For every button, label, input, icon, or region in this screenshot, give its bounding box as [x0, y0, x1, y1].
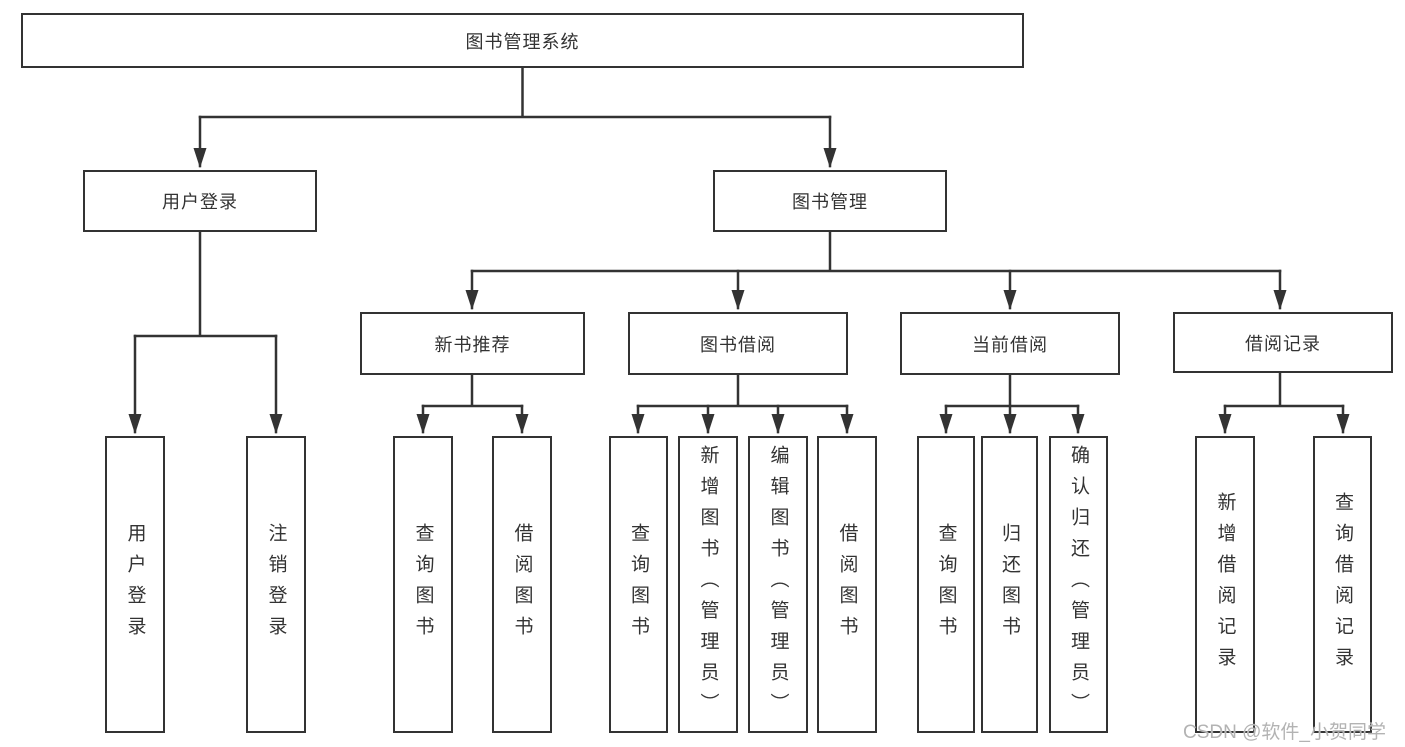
edge-book-mgmt-branch [470, 230, 1282, 273]
node-label: 新增借阅记录 [1214, 491, 1236, 678]
node-label: 图书借阅 [700, 334, 776, 355]
edge-user-login-branch [133, 230, 278, 338]
edge-current-borrow-branch [944, 373, 1080, 408]
diagram-leaf-user-login: 用户登录 [105, 436, 165, 733]
node-label: 查询图书 [935, 522, 957, 647]
diagram-leaf-bor-add-books: 新增图书（管理员） [678, 436, 738, 733]
node-label: 借阅图书 [511, 522, 533, 647]
edge-new-book-rec-branch [421, 373, 524, 408]
diagram-node-borrow-records: 借阅记录 [1173, 312, 1393, 373]
csdn-watermark: CSDN @软件_小贺同学 [1183, 722, 1386, 743]
node-label: 编辑图书（管理员） [767, 445, 789, 724]
diagram-leaf-logout: 注销登录 [246, 436, 306, 733]
node-label: 用户登录 [162, 192, 238, 212]
node-label: 用户登录 [124, 522, 146, 647]
diagram-leaf-brec-add-record: 新增借阅记录 [1195, 436, 1255, 733]
diagram-leaf-rec-borrow-books: 借阅图书 [492, 436, 552, 733]
edge-root-branch [198, 66, 832, 119]
node-label: 查询图书 [412, 522, 434, 647]
diagram-leaf-cur-confirm-return: 确认归还（管理员） [1049, 436, 1108, 733]
diagram-leaf-cur-return-books: 归还图书 [981, 436, 1038, 733]
edge-book-borrow-branch [636, 373, 849, 408]
node-label: 图书管理 [792, 192, 868, 212]
node-label: 查询借阅记录 [1332, 491, 1353, 678]
diagram-leaf-bor-edit-books: 编辑图书（管理员） [748, 436, 808, 733]
diagram-node-user-login: 用户登录 [83, 170, 317, 232]
diagram-node-book-borrow: 图书借阅 [628, 312, 848, 375]
node-label: 新增图书（管理员） [697, 445, 719, 724]
diagram-node-new-book-rec: 新书推荐 [360, 312, 585, 375]
node-label: 当前借阅 [972, 334, 1048, 355]
diagram-leaf-bor-query-books: 查询图书 [609, 436, 668, 733]
node-label: 归还图书 [999, 522, 1020, 647]
diagram-leaf-cur-query-books: 查询图书 [917, 436, 975, 733]
node-label: 图书管理系统 [465, 31, 580, 52]
node-label: 查询图书 [628, 522, 649, 647]
diagram-node-root: 图书管理系统 [21, 13, 1024, 68]
diagram-node-book-mgmt: 图书管理 [713, 170, 947, 232]
diagram-leaf-brec-query-record: 查询借阅记录 [1313, 436, 1372, 733]
edge-borrow-records-branch [1223, 371, 1345, 408]
node-label: 借阅图书 [836, 522, 858, 647]
diagram-node-current-borrow: 当前借阅 [900, 312, 1120, 375]
node-label: 确认归还（管理员） [1068, 445, 1089, 724]
node-label: 借阅记录 [1245, 333, 1321, 354]
node-label: 新书推荐 [434, 334, 511, 355]
diagram-leaf-rec-query-books: 查询图书 [393, 436, 453, 733]
node-label: 注销登录 [265, 522, 287, 647]
diagram-leaf-bor-borrow-books: 借阅图书 [817, 436, 877, 733]
